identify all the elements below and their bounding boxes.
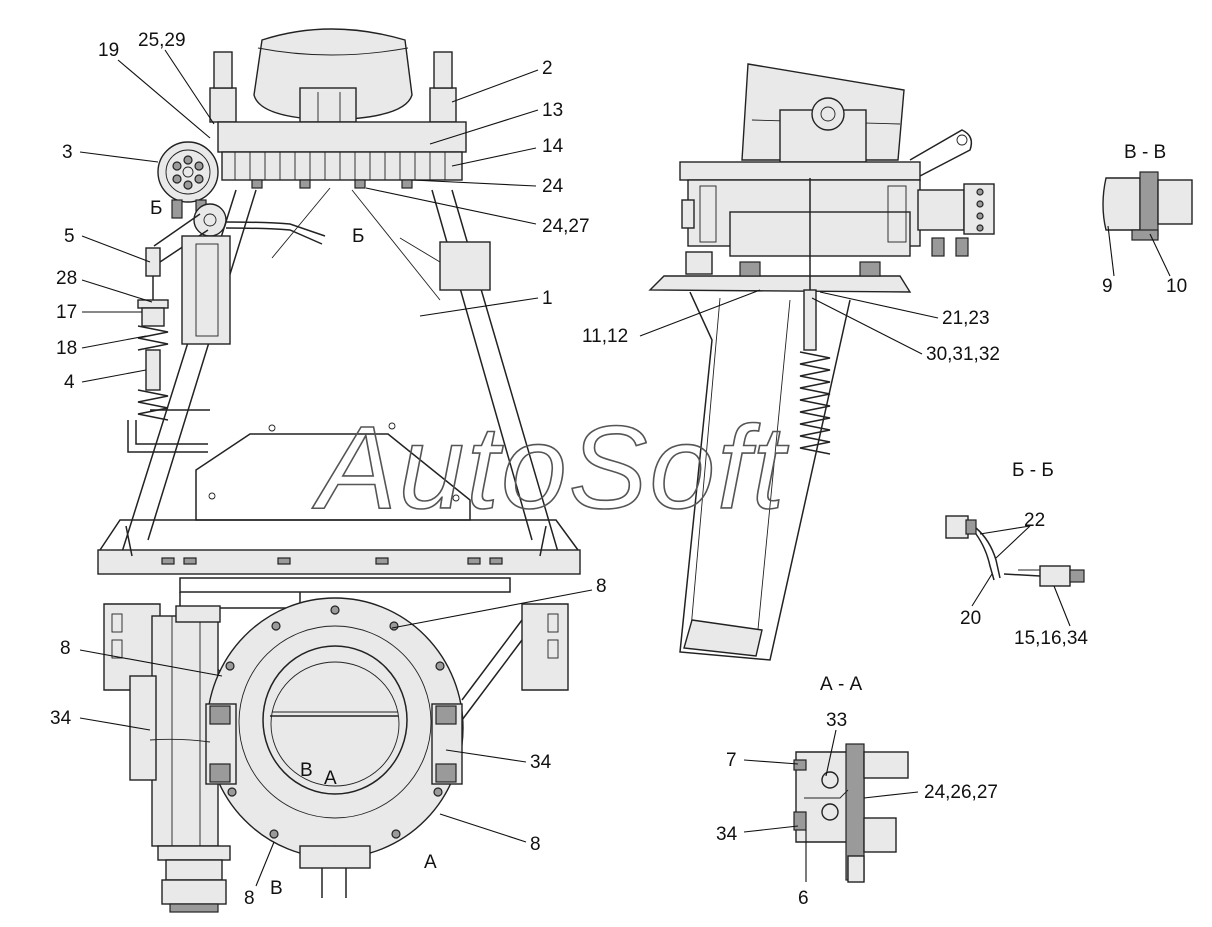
callout-17: 17 bbox=[56, 302, 77, 323]
callout-8-bottom: 8 bbox=[244, 888, 255, 909]
callout-14: 14 bbox=[542, 136, 564, 157]
ring-flange bbox=[206, 597, 464, 859]
plate-13 bbox=[217, 121, 467, 153]
callout-15-16-34: 15,16,34 bbox=[1014, 628, 1088, 649]
callout-8-right: 8 bbox=[530, 834, 541, 855]
callout-34-right: 34 bbox=[530, 752, 552, 773]
watermark: AutoSoft bbox=[312, 402, 789, 534]
callout-18: 18 bbox=[56, 338, 77, 359]
cut-mark-v-upper: В bbox=[300, 760, 313, 781]
callout-7: 7 bbox=[726, 750, 737, 771]
dome-cylinder bbox=[253, 28, 413, 121]
callout-28: 28 bbox=[56, 268, 77, 289]
section-title-v-v: В - В bbox=[1124, 142, 1166, 163]
cut-mark-v-lower: В bbox=[270, 878, 283, 899]
callout-13: 13 bbox=[542, 100, 563, 121]
callout-30-31-32: 30,31,32 bbox=[926, 344, 1000, 365]
plate-14 bbox=[221, 151, 463, 181]
callout-22: 22 bbox=[1024, 510, 1045, 531]
callout-24-27: 24,27 bbox=[542, 216, 590, 237]
section-v-v bbox=[1102, 171, 1193, 241]
cut-mark-b-right: Б bbox=[352, 226, 364, 247]
callout-34-aa: 34 bbox=[716, 824, 738, 845]
callout-10: 10 bbox=[1166, 276, 1187, 297]
front-view bbox=[97, 28, 581, 575]
callout-8-top: 8 bbox=[596, 576, 607, 597]
callout-6: 6 bbox=[798, 888, 809, 909]
callout-24-26-27: 24,26,27 bbox=[924, 782, 998, 803]
callout-20: 20 bbox=[960, 608, 981, 629]
callout-21-23: 21,23 bbox=[942, 308, 990, 329]
post-left bbox=[209, 87, 237, 123]
callout-8-left: 8 bbox=[60, 638, 71, 659]
callout-3: 3 bbox=[62, 142, 73, 163]
side-view bbox=[648, 63, 995, 661]
section-b-b bbox=[945, 515, 1085, 587]
cut-mark-b-left: Б bbox=[150, 198, 162, 219]
callout-11-12: 11,12 bbox=[582, 326, 628, 347]
chute bbox=[679, 291, 851, 661]
cut-mark-a-upper: А bbox=[324, 768, 337, 789]
callout-2: 2 bbox=[542, 58, 553, 79]
leader-lines bbox=[79, 49, 1171, 887]
section-a-a bbox=[793, 743, 909, 883]
callout-1: 1 bbox=[542, 288, 553, 309]
rotary-unit-3 bbox=[157, 141, 219, 203]
top-view bbox=[103, 577, 569, 913]
callout-9: 9 bbox=[1102, 276, 1113, 297]
section-title-b-b: Б - Б bbox=[1012, 460, 1054, 481]
callout-33: 33 bbox=[826, 710, 847, 731]
callout-25-29: 25,29 bbox=[138, 30, 186, 51]
callout-4: 4 bbox=[64, 372, 75, 393]
post-right bbox=[429, 87, 457, 123]
callout-34-left: 34 bbox=[50, 708, 72, 729]
dome-bracket bbox=[299, 87, 357, 123]
section-title-a-a: А - А bbox=[820, 674, 863, 695]
callout-19: 19 bbox=[98, 40, 119, 61]
cut-mark-a-lower: А bbox=[424, 852, 437, 873]
callout-5: 5 bbox=[64, 226, 75, 247]
callout-24: 24 bbox=[542, 176, 564, 197]
